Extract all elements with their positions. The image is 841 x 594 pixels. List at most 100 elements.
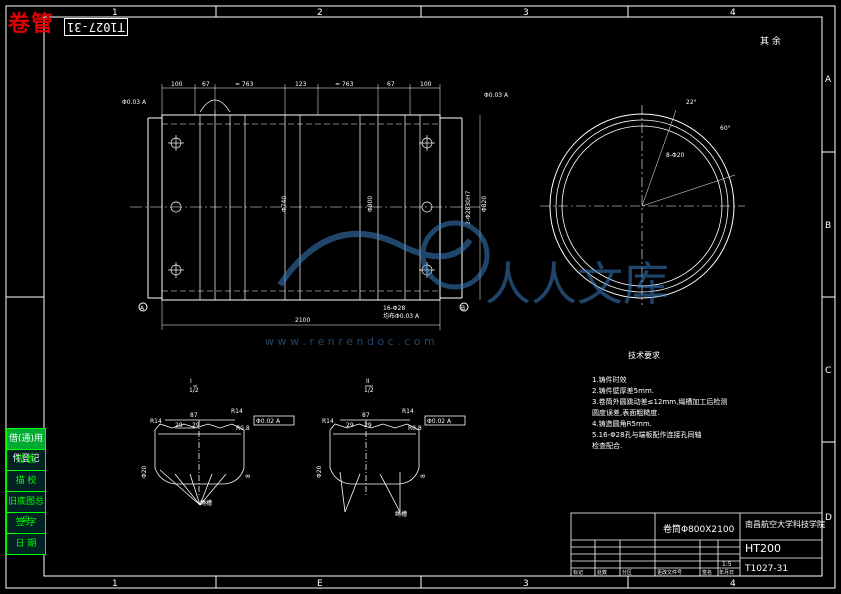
watermark-ring xyxy=(420,220,490,290)
detail-2-w1: 29 xyxy=(346,422,354,429)
detail-2-roman: II xyxy=(366,378,370,385)
sidebar-register: 借(通)用件登记 描 图 描 校 旧底图总号 签 字 日 期 xyxy=(6,428,46,555)
watermark-text: 人人文库 xyxy=(485,257,669,311)
detail-2-height: Φ20 xyxy=(316,465,323,478)
detail-2-height-2: 8 xyxy=(420,474,427,478)
dim-diam-a: Φ740 xyxy=(281,196,288,212)
dim-diam-c: Φ820 xyxy=(481,196,488,212)
dim-holes: 2-Φ2830H7 xyxy=(465,191,472,225)
tech-requirements: 技术要求 1.铸件时效 2.铸件壁厚差5mm. 3.卷筒外圆跳动差≤12mm,绳… xyxy=(592,350,727,450)
title-code: T1027-31 xyxy=(744,564,788,574)
detail-view-2 xyxy=(329,385,466,513)
title-org: 南昌航空大学科技学院 xyxy=(745,519,825,529)
col-label-top-2: 2 xyxy=(317,8,323,18)
detail-2-tol: Φ0.02 A xyxy=(427,418,452,425)
tech-req-5: 4.铸造圆角R5mm. xyxy=(592,419,652,428)
outer-border xyxy=(5,5,836,589)
drawing-code-box: T1027-31 xyxy=(64,18,128,36)
detail-1-r-left: R14 xyxy=(150,418,162,425)
title-row-label-3: 分区 xyxy=(622,569,632,576)
detail-2-label: 绳槽 xyxy=(395,510,407,518)
col-label-top-4: 4 xyxy=(730,8,736,18)
sidebar-item-register: 借(通)用件登记 xyxy=(6,428,46,464)
callout-holes: 16-Φ28 xyxy=(383,305,405,312)
tech-req-7: 检查配合. xyxy=(592,441,622,450)
dim-top-7: 100 xyxy=(420,81,432,88)
tech-req-3: 3.卷筒外圆跳动差≤12mm,绳槽加工后检测 xyxy=(592,397,727,406)
col-label-top-1: 1 xyxy=(112,8,118,18)
left-tolerance-tag: Φ0.03 A xyxy=(122,99,147,106)
tech-req-2: 2.铸件壁厚差5mm. xyxy=(592,386,654,395)
side-angle-a: 22° xyxy=(686,99,697,106)
col-label-top-3: 3 xyxy=(523,8,529,18)
sidebar-item-date: 日 期 xyxy=(6,533,46,555)
right-tolerance-tag: Φ0.03 A xyxy=(484,92,509,99)
watermark: 人人文库 w w w . r e n r e n d o c . c o m xyxy=(265,220,669,348)
sidebar-item-sign: 签 字 xyxy=(6,512,46,533)
dim-top-5: ≈ 763 xyxy=(335,81,354,88)
detail-1-height: Φ20 xyxy=(141,465,148,478)
sidebar-item-old-no: 旧底图总号 xyxy=(6,491,46,527)
side-note: 8-Φ20 xyxy=(666,152,685,159)
detail-1-height-2: 8 xyxy=(245,474,252,478)
roughness-note: 其 余 xyxy=(760,35,781,47)
title-block xyxy=(570,512,823,577)
detail-2-r-right: R14 xyxy=(402,408,414,415)
tech-req-6: 5.16-Φ28孔与端板配作连接孔同轴 xyxy=(592,430,702,439)
detail-1-label: 绳槽 xyxy=(200,499,212,507)
main-view-dims: 100 67 ≈ 763 123 ≈ 763 67 100 2100 Φ740 … xyxy=(122,81,509,324)
section-mark-right: B xyxy=(461,305,465,312)
sidebar-item-check: 描 校 xyxy=(6,470,46,491)
row-label-c: C xyxy=(825,366,831,376)
detail-1-r-small: R0.8 xyxy=(236,425,250,432)
inner-border xyxy=(43,16,823,577)
callout-tolerance: 均布Φ0.03 A xyxy=(383,312,420,320)
title-row-label-4: 更改文件号 xyxy=(657,569,682,576)
detail-1-w2: 29 xyxy=(192,422,200,429)
row-label-a: A xyxy=(825,75,832,85)
dim-top-6: 67 xyxy=(387,81,395,88)
detail-1-r-right: R14 xyxy=(231,408,243,415)
dim-top-4: 123 xyxy=(295,81,307,88)
dim-top-3: ≈ 763 xyxy=(235,81,254,88)
col-label-bottom-2: E xyxy=(317,579,323,589)
tech-req-title: 技术要求 xyxy=(628,350,660,360)
detail-2-width: 87 xyxy=(362,412,370,419)
detail-1-roman: I xyxy=(190,378,192,385)
dim-top-1: 100 xyxy=(171,81,183,88)
detail-2-scale: 1/2 xyxy=(364,387,374,394)
dim-diam-b: Φ800 xyxy=(367,196,374,212)
col-label-bottom-1: 1 xyxy=(112,579,118,589)
title-row-label-1: 标记 xyxy=(573,569,583,576)
detail-1-w1: 29 xyxy=(175,422,183,429)
watermark-swoosh xyxy=(277,230,473,287)
zone-ticks xyxy=(6,6,835,588)
section-mark-left: A xyxy=(140,305,145,312)
title-row-label-6: 年月日 xyxy=(719,569,734,576)
detail-1-width: 87 xyxy=(190,412,198,419)
detail-2-r-left: R14 xyxy=(322,418,334,425)
detail-2-r-small: R0.8 xyxy=(408,425,422,432)
part-name-red: 卷管 xyxy=(8,12,55,37)
detail-1-scale: 1/2 xyxy=(189,387,199,394)
side-angle-b: 60° xyxy=(720,125,731,132)
detail-1-tol: Φ0.02 A xyxy=(256,418,281,425)
sidebar-item-trace: 描 图 xyxy=(6,449,46,470)
title-row-label-5: 签名 xyxy=(702,569,712,576)
detail-2-w2: 29 xyxy=(364,422,372,429)
title-scale: 1:5 xyxy=(722,561,732,568)
title-row-label-2: 处数 xyxy=(597,569,607,576)
dim-top-2: 67 xyxy=(202,81,210,88)
col-label-bottom-3: 3 xyxy=(523,579,529,589)
title-part-name: 卷筒Φ800X2100 xyxy=(663,523,735,535)
side-view xyxy=(540,105,745,305)
title-material: HT200 xyxy=(745,542,781,555)
row-label-b: B xyxy=(825,221,831,231)
tech-req-4: 圆度误差,表面粗糙度. xyxy=(592,408,659,417)
col-label-bottom-4: 4 xyxy=(730,579,736,589)
dim-total: 2100 xyxy=(295,317,310,324)
tech-req-1: 1.铸件时效 xyxy=(592,375,627,384)
watermark-url: w w w . r e n r e n d o c . c o m xyxy=(265,335,435,348)
main-view xyxy=(130,84,481,330)
